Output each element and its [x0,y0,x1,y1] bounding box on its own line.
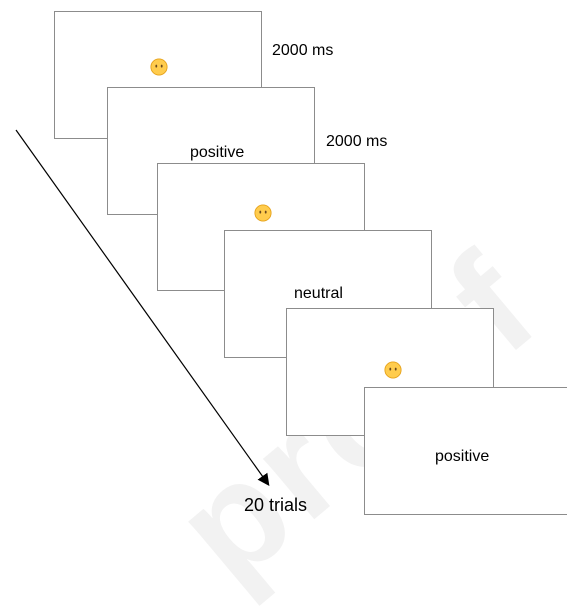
neutral-face-icon [150,58,168,76]
duration-label-2: 2000 ms [326,133,388,150]
trials-label: 20 trials [244,495,308,515]
word-positive-2: positive [435,448,490,465]
duration-label-1: 2000 ms [272,42,334,59]
stimulus-frame-6: positive [364,387,567,515]
neutral-face-icon [254,204,272,222]
neutral-face-icon [384,361,402,379]
word-neutral: neutral [294,285,343,302]
word-positive-1: positive [190,144,245,161]
